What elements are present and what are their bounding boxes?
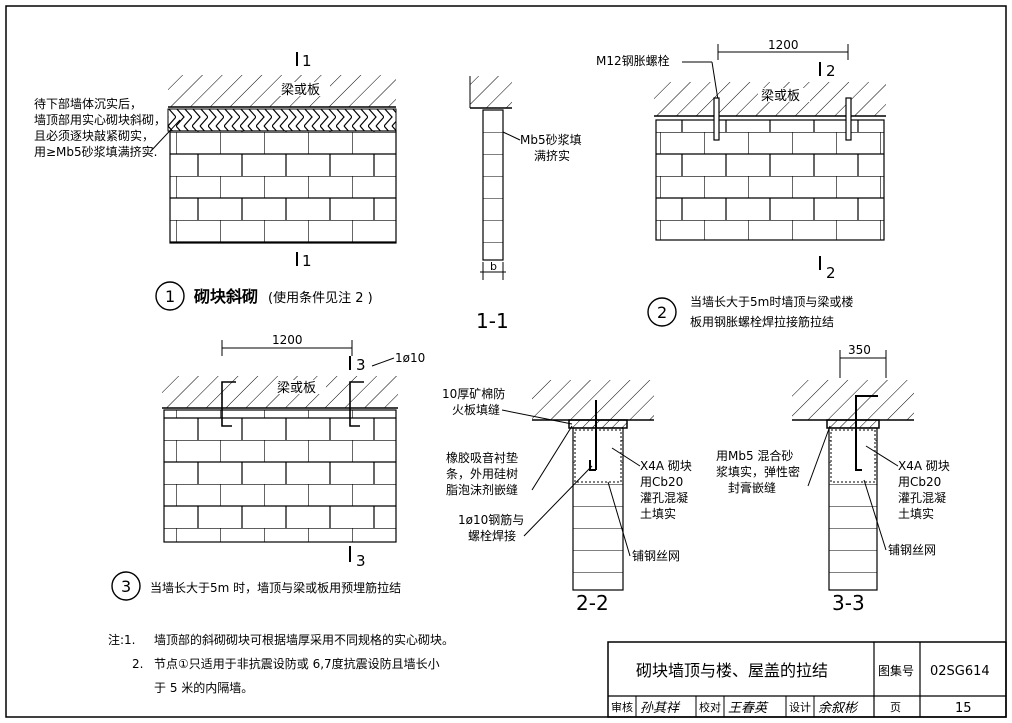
rubber-line-2: 条，外用硅树 [446, 466, 518, 481]
bolt-right [845, 97, 852, 141]
mortar-label: Mb5砂浆填 [520, 132, 582, 147]
block-line-4: 土填实 [640, 506, 676, 521]
mortar-line-1: 用Mb5 混合砂 [716, 448, 793, 463]
page-number: 15 [955, 701, 972, 716]
detail-number: 1 [165, 287, 175, 306]
review-label: 审核 [611, 700, 633, 714]
weld-line-2: 螺栓焊接 [468, 528, 516, 543]
dim-1200: 1200 [768, 38, 799, 52]
design-label: 设计 [789, 701, 811, 714]
fireproof-board [568, 419, 628, 429]
sheet-border [5, 5, 1007, 718]
page-label: 页 [890, 701, 901, 714]
caption-line-1: 当墙长大于5m时墙顶与梁或楼 [690, 294, 853, 309]
designer-signature: 余叙彬 [818, 700, 859, 716]
block-line-3: 灌孔混凝 [898, 490, 946, 505]
detail-2: M12钢胀螺栓 1200 2 梁或板 2 2 当墙长大于5m时墙顶与梁或楼 板用… [596, 38, 886, 329]
block-line-1: X4A 砌块 [898, 459, 950, 473]
detail-1: 梁或板 1 1 待下部墙体沉实后， 墙顶部用实心砌块斜砌， 且必须逐块敲紧砌实，… [34, 52, 397, 311]
title-block: 砌块墙顶与楼、屋盖的拉结 图集号 02SG614 审核 孙其祥 校对 王春英 设… [607, 641, 1007, 718]
section-mark-top: 1 [302, 52, 312, 70]
note-line-2: 墙顶部用实心砌块斜砌， [34, 112, 166, 127]
section-mark-bottom: 1 [302, 252, 312, 270]
notes-num-2: 2. [132, 657, 143, 671]
detail-3: 1200 3 1ø10 梁或板 3 3 当墙长大于5m 时，墙顶与梁或板用预埋筋… [111, 333, 425, 601]
section-1-1: Mb5砂浆填 满挤实 b 1-1 [469, 76, 582, 333]
dim-b: b [490, 260, 497, 273]
dim-1200: 1200 [272, 333, 303, 347]
beam-label: 梁或板 [281, 83, 320, 98]
mortar-label-2: 满挤实 [534, 148, 570, 163]
caption-line-2: 板用钢胀螺栓焊拉接筋拉结 [690, 314, 834, 329]
mesh-label: 铺钢丝网 [888, 543, 936, 557]
section-3-3: 350 用Mb5 混合砂 浆填实，弹性密 封膏嵌缝 X4A 砌块 用Cb20 灌… [716, 343, 950, 615]
block-line-3: 灌孔混凝 [640, 490, 688, 505]
notes-line-3: 于 5 米的内隔墙。 [154, 680, 253, 695]
embedded-rebar [855, 395, 878, 471]
section-title-3-3: 3-3 [832, 591, 865, 615]
beam-label: 梁或板 [277, 381, 316, 396]
caption: 当墙长大于5m 时，墙顶与梁或板用预埋筋拉结 [150, 580, 401, 595]
dim-350: 350 [848, 343, 871, 357]
rubber-line-1: 橡胶吸音衬垫 [446, 450, 518, 465]
mortar-line-3: 封膏嵌缝 [728, 480, 776, 495]
weld-line-1: 1ø10钢筋与 [458, 512, 524, 527]
note-line-1: 待下部墙体沉实后， [34, 96, 142, 111]
section-mark-top: 3 [356, 356, 366, 374]
rebar-hook-right [349, 381, 364, 427]
detail-number-circle [155, 281, 185, 311]
notes-line-2: 节点①只适用于非抗震设防或 6,7度抗震设防且墙长小 [154, 656, 440, 671]
notes-prefix: 注:1. [108, 632, 136, 647]
block-line-2: 用Cb20 [898, 475, 941, 489]
block-line-4: 土填实 [898, 506, 934, 521]
atlas-number: 02SG614 [930, 664, 990, 679]
check-label: 校对 [699, 700, 721, 714]
block-line-2: 用Cb20 [640, 475, 683, 489]
note-line-4: 用≥Mb5砂浆填满挤实. [34, 144, 157, 159]
checker-signature: 王春英 [728, 701, 769, 716]
section-title-1-1: 1-1 [476, 309, 509, 333]
beam-label: 梁或板 [761, 89, 800, 104]
rebar-label: 1ø10 [395, 351, 425, 365]
fireproof-label-2: 火板填缝 [452, 402, 500, 417]
sheet-title: 砌块墙顶与楼、屋盖的拉结 [636, 661, 828, 680]
detail-number: 3 [121, 577, 131, 596]
section-2-2: 10厚矿棉防 火板填缝 橡胶吸音衬垫 条，外用硅树 脂泡沫剂嵌缝 1ø10钢筋与… [442, 380, 692, 615]
grout-fill [574, 429, 622, 483]
atlas-label: 图集号 [878, 663, 914, 678]
section-mark-top: 2 [826, 62, 836, 80]
block-line-1: X4A 砌块 [640, 459, 692, 473]
mesh-label: 铺钢丝网 [632, 549, 680, 563]
block-wall [169, 130, 397, 244]
rebar-hook-left [221, 381, 236, 427]
detail-title: 砌块斜砌 [193, 287, 258, 306]
section-mark-bottom: 3 [356, 552, 366, 570]
detail-subtitle: (使用条件见注 2 ) [268, 290, 373, 306]
section-title-2-2: 2-2 [576, 591, 609, 615]
fireproof-label-1: 10厚矿棉防 [442, 386, 505, 401]
notes-line-1: 墙顶部的斜砌砌块可根据墙厚采用不同规格的实心砌块。 [154, 632, 454, 647]
reviewer-signature: 孙其祥 [640, 701, 681, 716]
detail-number: 2 [657, 303, 667, 322]
rubber-line-3: 脂泡沫剂嵌缝 [446, 482, 518, 497]
mortar-line-2: 浆填实，弹性密 [716, 464, 800, 479]
bolt-left [713, 97, 720, 141]
note-line-3: 且必须逐块敲紧砌实， [34, 128, 154, 143]
notes: 注:1. 墙顶部的斜砌砌块可根据墙厚采用不同规格的实心砌块。 2. 节点①只适用… [108, 632, 454, 695]
section-mark-bottom: 2 [826, 264, 836, 282]
bolt-label: M12钢胀螺栓 [596, 53, 670, 68]
